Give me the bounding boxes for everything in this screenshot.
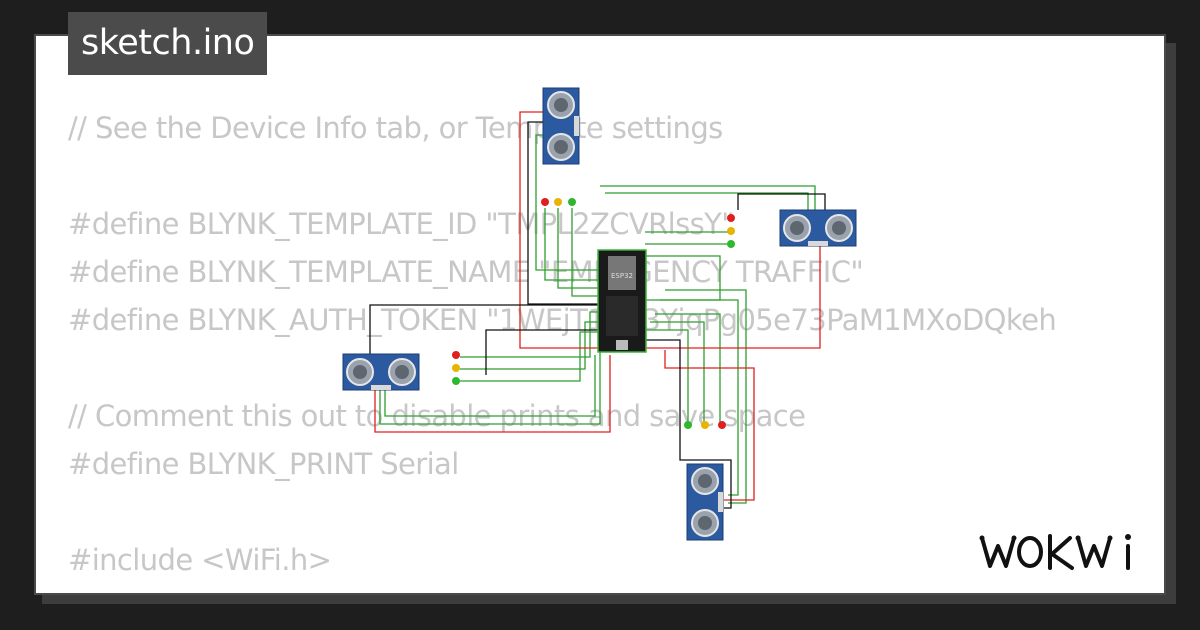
led-group-top[interactable] (541, 198, 576, 206)
file-tab[interactable]: sketch.ino (68, 12, 268, 75)
ultrasonic-sensor-top[interactable] (542, 87, 580, 165)
ultrasonic-sensor-bottom[interactable] (686, 463, 724, 541)
code-line: #include <WiFi.h> (68, 543, 332, 577)
esp32-board[interactable]: ESP32 (597, 249, 647, 353)
wokwi-logo (979, 534, 1131, 570)
code-line: // Comment this out to disable prints an… (68, 399, 806, 433)
code-line: // See the Device Info tab, or Template … (68, 111, 723, 145)
ultrasonic-sensor-left[interactable] (342, 353, 420, 391)
led-group-bottom[interactable] (684, 421, 726, 429)
code-line: #define BLYNK_AUTH_TOKEN "1WEjT1Cb3YjqPg… (68, 303, 1057, 337)
code-line: #define BLYNK_PRINT Serial (68, 447, 459, 481)
code-editor: // See the Device Info tab, or Template … (68, 104, 1057, 593)
code-line: #define BLYNK_TEMPLATE_ID "TMPL2ZCVRlssY… (68, 207, 735, 241)
board-label: ESP32 (611, 272, 633, 280)
led-group-left[interactable] (452, 351, 460, 385)
code-line: #include <WiFiClient.h> (68, 584, 1056, 593)
ultrasonic-sensor-right[interactable] (779, 209, 857, 247)
led-group-right[interactable] (727, 214, 735, 248)
